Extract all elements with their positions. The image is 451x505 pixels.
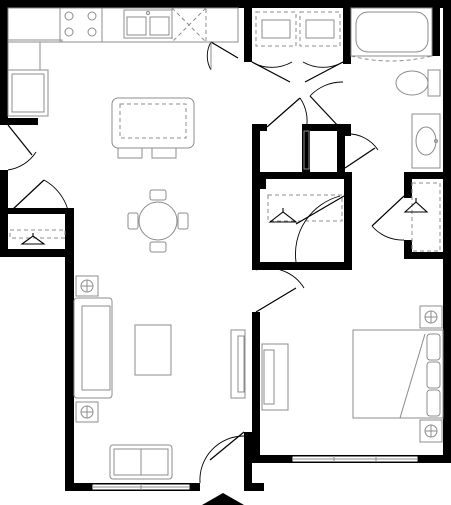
laundry — [251, 11, 344, 83]
side-entry — [7, 124, 69, 245]
washer — [255, 11, 297, 47]
stool — [151, 148, 177, 159]
burner-icon — [87, 11, 97, 21]
closet-door — [295, 195, 345, 225]
burner-icon — [64, 27, 74, 37]
refrigerator — [7, 69, 49, 117]
wall-laundry-right — [343, 0, 351, 64]
burner-icon — [87, 27, 97, 37]
side-table — [75, 275, 99, 297]
toilet-tank — [427, 69, 441, 97]
wall-closet-post-b — [302, 124, 342, 131]
kitchen — [7, 7, 239, 159]
side-table — [75, 401, 99, 423]
wall-bath-closet-bottom — [404, 252, 451, 259]
living-room — [73, 275, 246, 491]
dryer — [299, 11, 341, 47]
side-door — [7, 124, 33, 156]
burner-icon — [64, 11, 74, 21]
wall-left-door-post — [0, 170, 8, 257]
loveseat — [109, 444, 173, 480]
dining-chair — [177, 212, 189, 230]
walls — [0, 0, 451, 491]
dishwasher — [171, 7, 207, 43]
pillow — [426, 333, 441, 361]
wall-closets-bottom — [252, 262, 352, 270]
bath-closet-door — [371, 195, 405, 227]
kitchen-island — [111, 97, 195, 149]
bathtub — [350, 7, 433, 57]
closet-rod — [411, 182, 441, 252]
wall-bottom-entry — [244, 483, 264, 491]
nightstand — [419, 305, 443, 329]
pillow — [426, 361, 441, 389]
dining-chair — [127, 212, 139, 230]
wall-entry-post — [244, 432, 252, 491]
dining-table — [138, 201, 178, 241]
vanity — [411, 113, 441, 169]
tv-console — [230, 329, 246, 399]
wall-bath-closet-left — [404, 172, 412, 198]
hall-door — [266, 97, 301, 128]
wall-closet-post-c — [337, 124, 345, 172]
bedroom-door — [255, 287, 297, 313]
wall-closet-door-post — [260, 179, 266, 189]
dresser — [261, 343, 289, 411]
stool — [117, 148, 143, 159]
hanger-icon — [403, 198, 429, 213]
bedroom — [255, 267, 444, 463]
faucet-icon — [146, 11, 150, 15]
linen-door — [344, 147, 376, 169]
wall-hall-left — [252, 124, 267, 131]
wall-left-upper — [0, 0, 8, 125]
coffee-table — [134, 324, 172, 376]
counter-top-run — [7, 7, 239, 43]
toilet-bowl — [395, 70, 429, 96]
bedroom-closets — [267, 182, 441, 263]
hall — [266, 81, 379, 170]
dining-area — [127, 189, 189, 253]
wall-closets-top — [252, 172, 352, 179]
bath-door — [309, 95, 341, 129]
wall-closet-post-a — [302, 124, 310, 172]
hanger-icon — [20, 233, 46, 245]
closet-door — [11, 179, 45, 211]
nightstand — [419, 419, 443, 443]
bed — [352, 329, 444, 419]
pillow — [426, 389, 441, 417]
dining-chair — [149, 241, 167, 253]
wall-center-lower — [252, 312, 260, 463]
wall-tub-right — [432, 0, 440, 56]
wall-left-living — [65, 208, 74, 490]
sink-basin-right — [149, 16, 170, 36]
sofa — [73, 297, 113, 399]
wall-center-mid — [252, 124, 260, 270]
main-entry — [199, 431, 245, 505]
wall-closets-divider — [344, 172, 352, 270]
sink-basin-left — [126, 16, 147, 36]
wall-bath-closet-lower — [404, 240, 412, 259]
stove — [59, 7, 103, 43]
coat-closet — [9, 229, 66, 239]
wall-bath-top-stub — [404, 172, 443, 179]
linen-shelf — [303, 130, 310, 170]
wall-top — [0, 0, 451, 8]
bathroom — [350, 7, 441, 169]
bath-sink — [415, 126, 437, 156]
pantry-door — [210, 41, 239, 59]
hanger-icon — [268, 208, 298, 223]
entry-arrow-icon — [202, 493, 244, 505]
kitchen-counter — [7, 39, 63, 71]
wall-closet-bottom — [0, 249, 72, 257]
wall-center-upper — [244, 0, 252, 62]
dining-chair — [149, 189, 167, 201]
wall-left-jog — [0, 118, 38, 125]
wall-right — [443, 0, 451, 463]
wall-closet-top — [8, 208, 68, 214]
wall-bath-jamb — [344, 124, 351, 136]
